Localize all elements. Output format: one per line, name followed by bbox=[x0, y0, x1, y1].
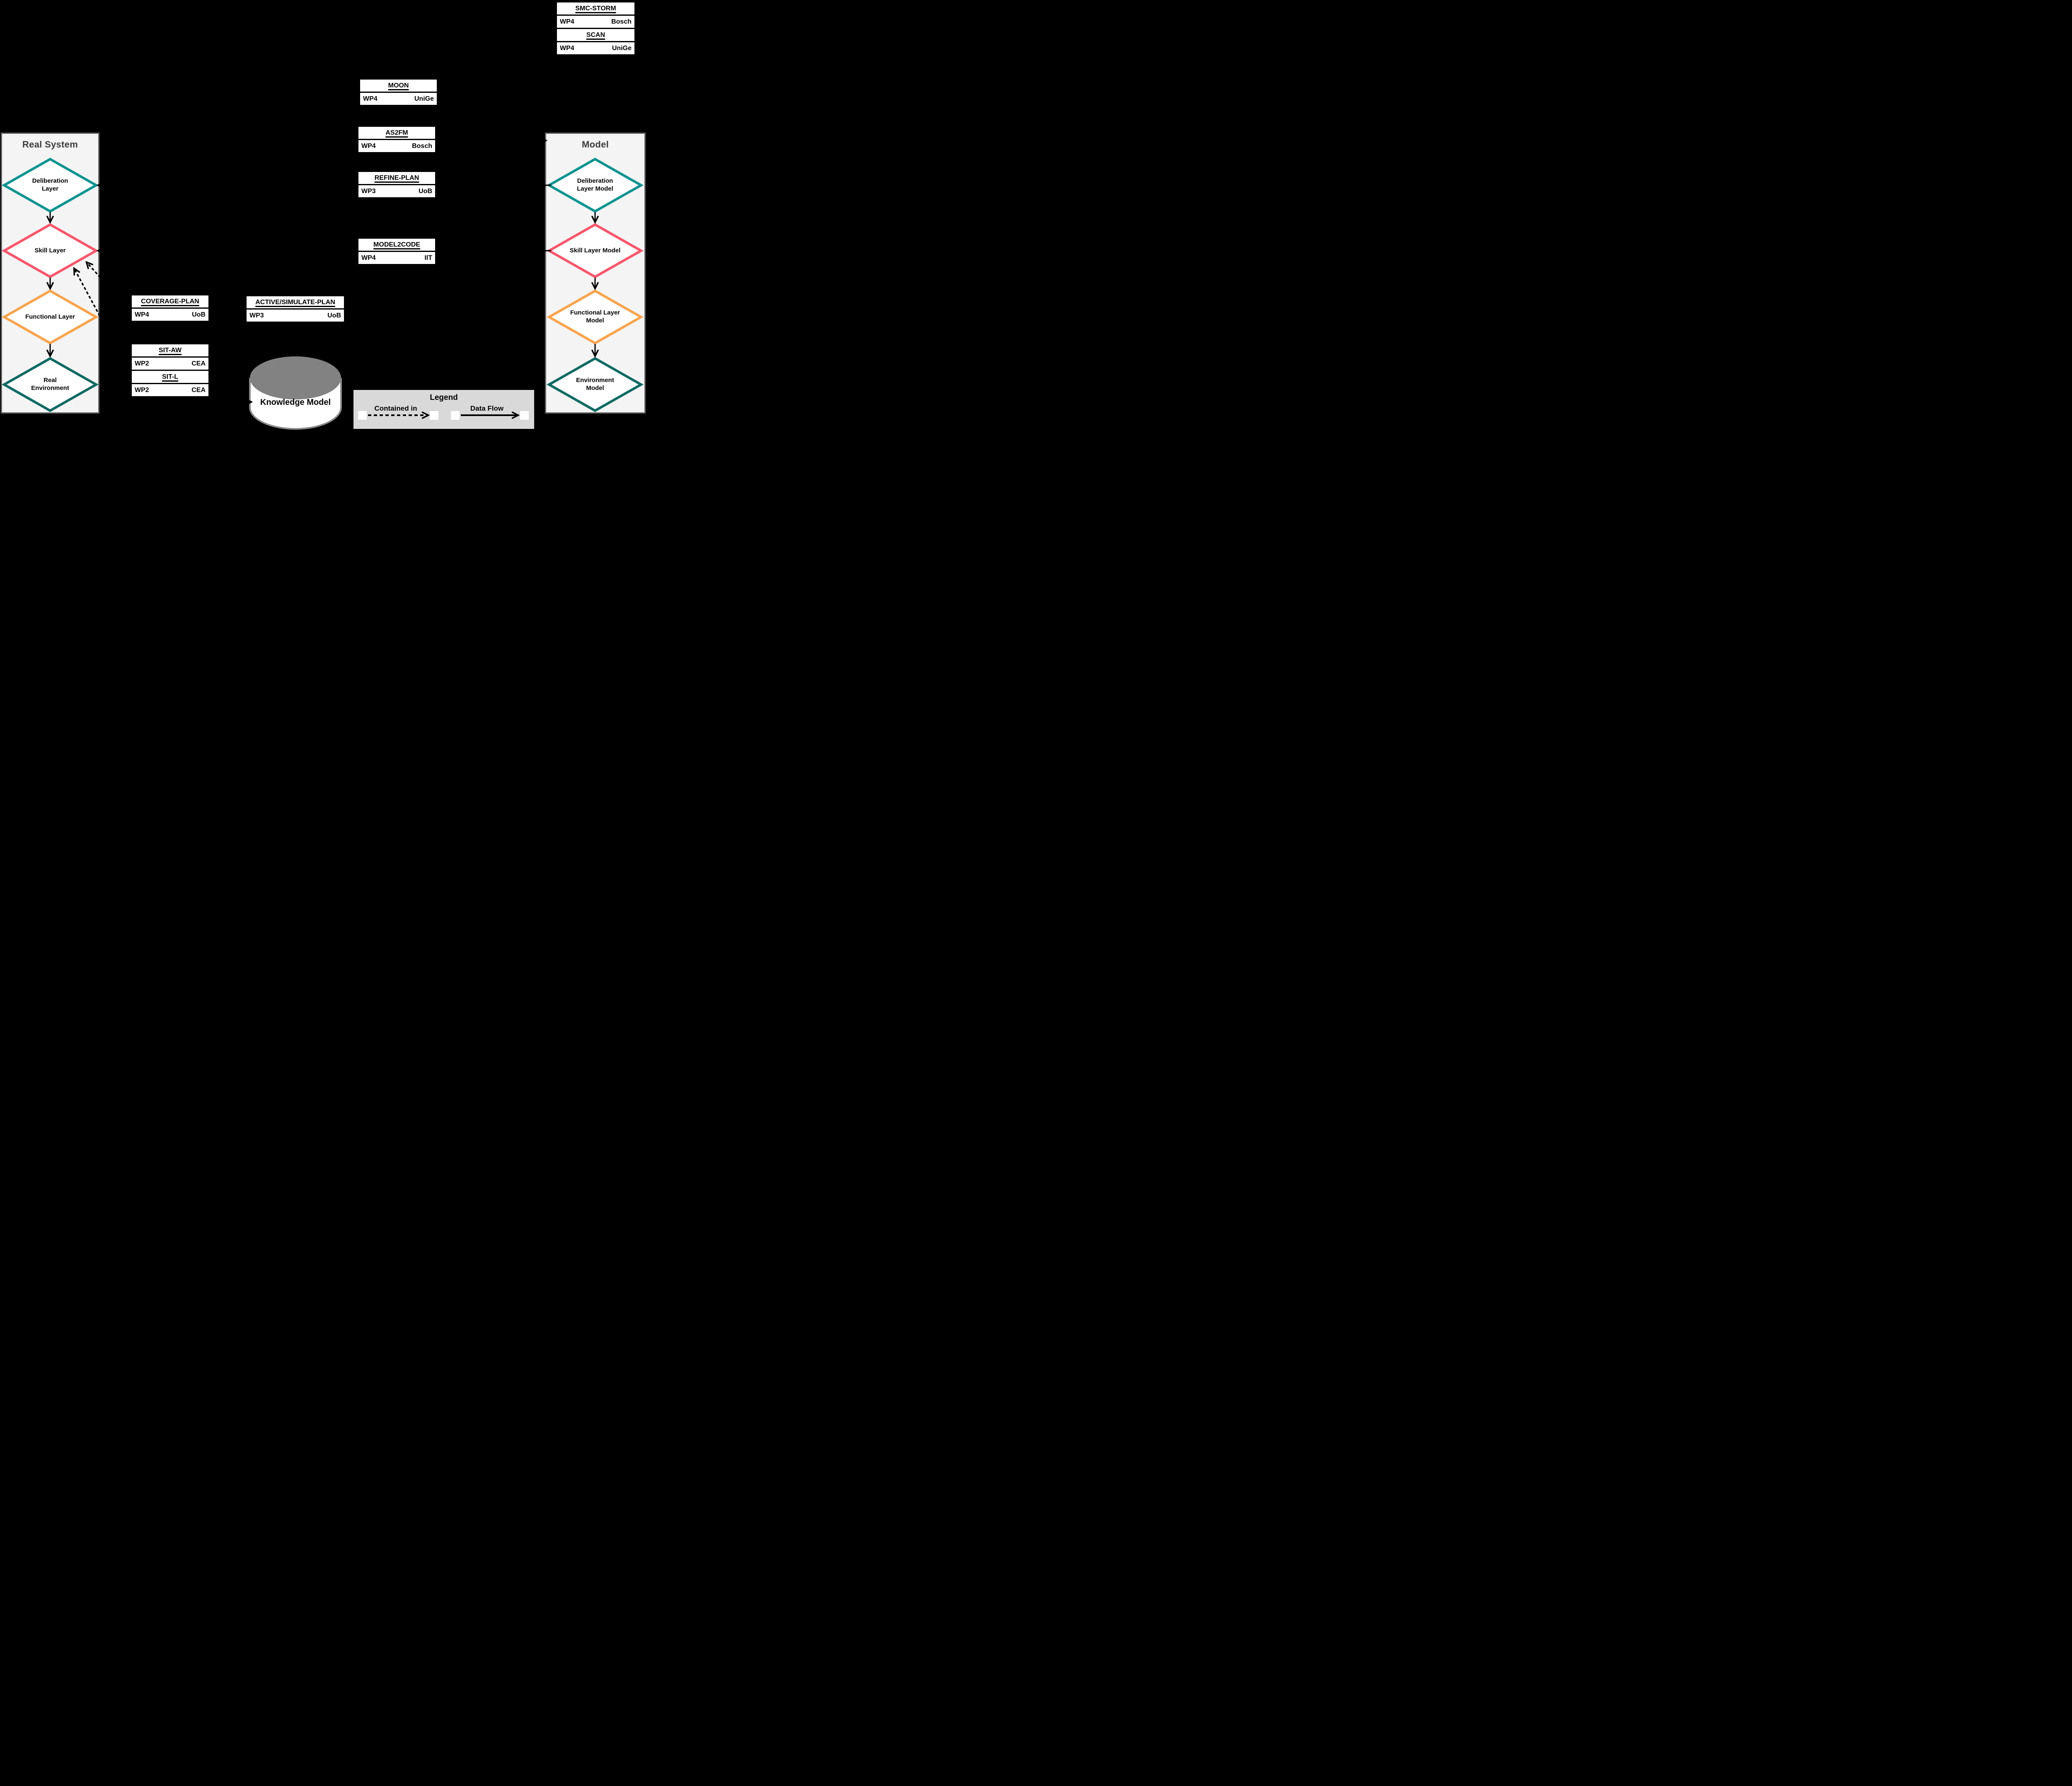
tool-title-text: SMC-STORM bbox=[575, 5, 616, 12]
real-system-panel bbox=[1, 133, 99, 414]
tool-row-model2code: WP4 IIT bbox=[357, 251, 436, 265]
wp-label: WP3 bbox=[361, 187, 376, 195]
tool-title-text: SIT-AW bbox=[158, 346, 182, 354]
functional-layer-label: Functional Layer bbox=[25, 313, 75, 320]
wp-label: WP4 bbox=[363, 95, 378, 102]
real-environment-label: Real Environment bbox=[31, 377, 69, 392]
wp-label: WP4 bbox=[361, 142, 376, 150]
knowledge-model-cylinder bbox=[249, 356, 342, 430]
tool-title-coverage-plan: COVERAGE-PLAN bbox=[131, 294, 210, 309]
legend-node-square bbox=[451, 411, 460, 420]
tool-box-as2fm: AS2FM WP4 Bosch bbox=[357, 126, 436, 153]
tool-title-refine-plan: REFINE-PLAN bbox=[357, 171, 436, 185]
tool-title-text: ACTIVE/SIMULATE-PLAN bbox=[255, 298, 335, 306]
wp-label: WP2 bbox=[135, 386, 149, 394]
wp-label: WP3 bbox=[249, 312, 264, 319]
wp-label: WP4 bbox=[361, 254, 376, 261]
org-label: UniGe bbox=[414, 95, 434, 102]
tool-title-smc-storm: SMC-STORM bbox=[556, 1, 636, 16]
tool-row-refine-plan: WP3 UoB bbox=[357, 184, 436, 198]
tool-title-active-simulate-plan: ACTIVE/SIMULATE-PLAN bbox=[245, 295, 345, 310]
tool-row-sit-l: WP2 CEA bbox=[131, 383, 210, 397]
legend-data-flow-label: Data Flow bbox=[470, 404, 504, 412]
legend-node-square bbox=[358, 411, 367, 420]
knowledge-model-label: Knowledge Model bbox=[260, 398, 331, 407]
tool-title-text: SIT-L bbox=[162, 373, 179, 380]
tool-box-smc-storm-scan: SMC-STORM WP4 Bosch SCAN WP4 UniGe bbox=[556, 1, 636, 56]
tool-title-text: AS2FM bbox=[385, 129, 408, 136]
deliberation-layer-label: Deliberation Layer bbox=[32, 177, 68, 192]
wp-label: WP4 bbox=[135, 311, 149, 318]
tool-box-sit: SIT-AW WP2 CEA SIT-L WP2 CEA bbox=[131, 343, 210, 397]
tool-title-text: COVERAGE-PLAN bbox=[141, 298, 199, 305]
tool-row-scan: WP4 UniGe bbox=[556, 41, 636, 56]
tool-row-as2fm: WP4 Bosch bbox=[357, 139, 436, 153]
diagram-canvas: Real System Model Deliberation Layer Ski… bbox=[0, 0, 650, 430]
tool-box-active-simulate-plan: ACTIVE/SIMULATE-PLAN WP3 UoB bbox=[245, 295, 345, 323]
wp-label: WP2 bbox=[135, 360, 149, 367]
real-system-panel-title: Real System bbox=[22, 139, 78, 150]
model-panel bbox=[545, 133, 646, 414]
skill-layer-label: Skill Layer bbox=[34, 247, 66, 254]
org-label: UniGe bbox=[612, 44, 632, 52]
model-panel-title: Model bbox=[581, 139, 609, 150]
org-label: CEA bbox=[191, 386, 206, 394]
tool-title-text: MODEL2CODE bbox=[373, 241, 420, 248]
wp-label: WP4 bbox=[560, 44, 574, 52]
tool-row-coverage-plan: WP4 UoB bbox=[131, 307, 210, 322]
tool-title-text: REFINE-PLAN bbox=[374, 174, 419, 182]
deliberation-layer-model-label: Deliberation Layer Model bbox=[577, 177, 613, 192]
org-label: CEA bbox=[191, 360, 206, 367]
tool-box-coverage-plan: COVERAGE-PLAN WP4 UoB bbox=[131, 294, 210, 322]
tool-title-model2code: MODEL2CODE bbox=[357, 237, 436, 252]
legend-node-square bbox=[520, 411, 529, 420]
org-label: IIT bbox=[424, 254, 432, 261]
tool-title-text: MOON bbox=[388, 82, 409, 89]
legend-node-square bbox=[430, 411, 438, 420]
tool-title-as2fm: AS2FM bbox=[357, 126, 436, 140]
tool-title-text: SCAN bbox=[586, 31, 605, 39]
tool-title-sit-aw: SIT-AW bbox=[131, 343, 210, 358]
functional-layer-model-label: Functional Layer Model bbox=[570, 309, 620, 324]
org-label: UoB bbox=[419, 187, 432, 195]
tool-row-smc-storm: WP4 Bosch bbox=[556, 15, 636, 29]
skill-layer-model-label: Skill Layer Model bbox=[569, 247, 621, 254]
tool-title-scan: SCAN bbox=[556, 28, 636, 42]
tool-title-sit-l: SIT-L bbox=[131, 370, 210, 384]
legend-title: Legend bbox=[430, 393, 458, 402]
legend-contained-in-label: Contained in bbox=[374, 404, 417, 412]
tool-box-refine-plan: REFINE-PLAN WP3 UoB bbox=[357, 171, 436, 198]
cylinder-top-ellipse bbox=[250, 356, 341, 399]
tool-row-active-simulate-plan: WP3 UoB bbox=[245, 308, 345, 323]
tool-box-model2code: MODEL2CODE WP4 IIT bbox=[357, 237, 436, 265]
org-label: Bosch bbox=[412, 142, 432, 150]
tool-row-sit-aw: WP2 CEA bbox=[131, 356, 210, 371]
wp-label: WP4 bbox=[560, 18, 574, 25]
org-label: Bosch bbox=[611, 18, 632, 25]
legend-box bbox=[353, 390, 534, 429]
tool-title-moon: MOON bbox=[359, 78, 438, 93]
environment-model-label: Environment Model bbox=[576, 377, 614, 392]
tool-box-moon: MOON WP4 UniGe bbox=[359, 78, 438, 106]
org-label: UoB bbox=[327, 312, 341, 319]
tool-row-moon: WP4 UniGe bbox=[359, 92, 438, 106]
org-label: UoB bbox=[192, 311, 206, 318]
